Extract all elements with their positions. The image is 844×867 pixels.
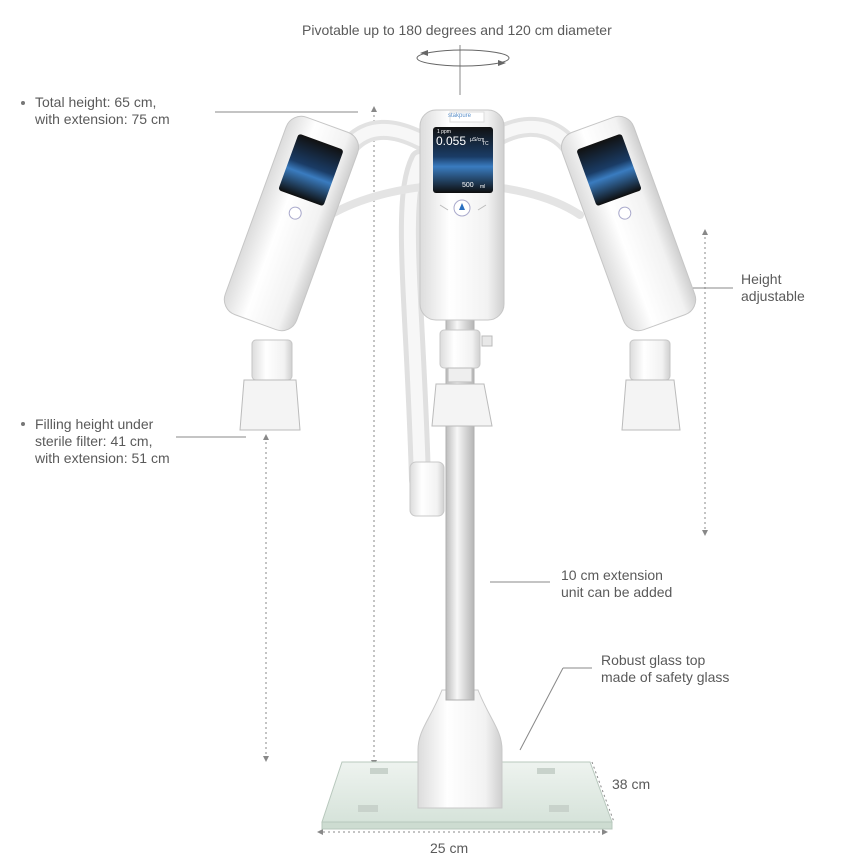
total-height-line1: Total height: 65 cm,	[35, 94, 157, 110]
bullet	[21, 422, 25, 426]
extension-label: 10 cm extension unit can be added	[561, 567, 672, 601]
bullet	[21, 101, 25, 105]
total-height-line2: with extension: 75 cm	[35, 111, 170, 127]
glass-line2: made of safety glass	[601, 669, 730, 685]
filling-height-label: Filling height under sterile filter: 41 …	[35, 416, 170, 467]
glass-line1: Robust glass top	[601, 652, 706, 668]
screen-reading: 0.055	[436, 134, 467, 148]
filling-height-line2: sterile filter: 41 cm,	[35, 433, 153, 449]
left-dispenser	[223, 115, 360, 431]
pivot-label: Pivotable up to 180 degrees and 120 cm d…	[302, 22, 612, 38]
glass-label: Robust glass top made of safety glass	[601, 652, 729, 686]
filling-height-line1: Filling height under	[35, 416, 154, 432]
filling-height-line3: with extension: 51 cm	[35, 450, 170, 466]
extension-line2: unit can be added	[561, 584, 673, 600]
extension-line1: 10 cm extension	[561, 567, 663, 583]
width-label: 25 cm	[430, 840, 469, 856]
height-adjustable-line2: adjustable	[741, 288, 805, 304]
center-dispenser	[419, 109, 505, 321]
right-dispenser	[560, 115, 697, 431]
hose-holder	[409, 461, 445, 517]
screen-brand: stakpure	[448, 113, 472, 119]
depth-label: 38 cm	[612, 776, 651, 792]
stand	[417, 319, 503, 809]
height-adjustable-label: Height adjustable	[741, 271, 805, 305]
screen-dispense: 500	[462, 182, 474, 189]
screen-dispense-unit: ml	[480, 184, 486, 190]
screen-volume-label: 1 ppm	[437, 129, 451, 135]
total-height-label: Total height: 65 cm, with extension: 75 …	[35, 94, 170, 128]
screen-temp-label: TC	[482, 141, 489, 147]
height-adjustable-line1: Height	[741, 271, 782, 287]
screen-unit: µS/cm	[470, 137, 485, 143]
